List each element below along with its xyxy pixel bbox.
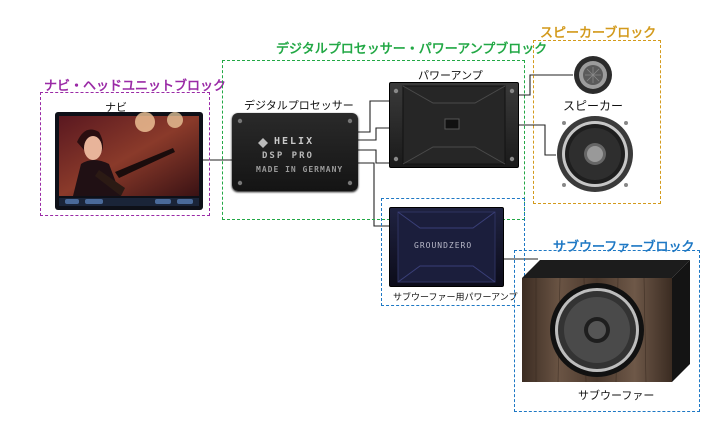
woofer [556,115,634,193]
subwoofer-block-title: サブウーファーブロック [553,236,694,255]
dsp-origin: MADE IN GERMANY [256,165,343,174]
navi-unit [55,112,203,210]
navi-screen-image [55,112,203,210]
dsp-brand: HELIX [274,136,314,147]
dsp-amp-block-title: デジタルプロセッサー・パワーアンプブロック [276,38,547,57]
subwoofer-label: サブウーファー [578,387,654,403]
power-amp-body [390,83,518,167]
dsp-label: デジタルプロセッサー [244,97,354,113]
dsp-model: DSP PRO [262,151,314,161]
sub-amp-unit: GROUNDZERO [389,207,504,287]
power-amp-unit [389,82,519,168]
speaker-label: スピーカー [563,97,623,114]
power-amp-label: パワーアンプ [418,67,483,83]
sub-amp-brand: GROUNDZERO [414,241,472,250]
subwoofer-box [522,258,690,384]
navi-block-title: ナビ・ヘッドユニットブロック [44,75,226,94]
speaker-block-title: スピーカーブロック [540,22,656,41]
dsp-logo-icon [258,138,268,148]
sub-amp-label: サブウーファー用パワーアンプ [393,290,517,303]
dsp-unit: HELIX DSP PRO MADE IN GERMANY [232,113,358,191]
power-amp-badge [445,119,459,129]
tweeter [573,55,613,95]
